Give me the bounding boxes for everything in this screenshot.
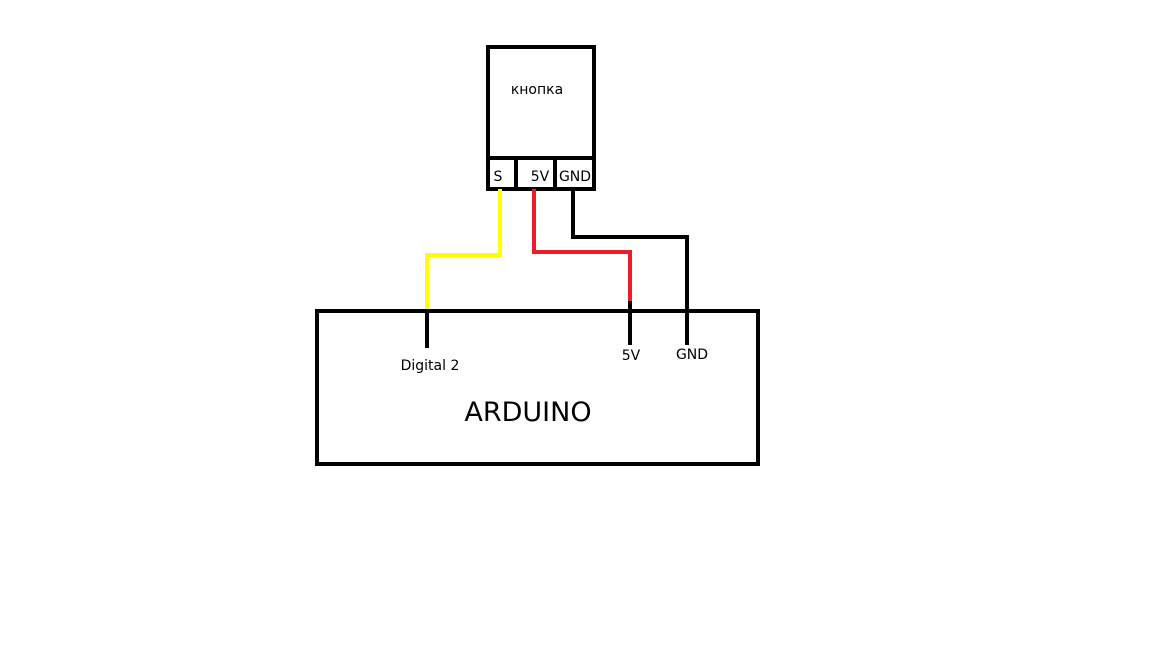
button-pin-gnd-label: GND: [559, 169, 591, 185]
arduino-body: [315, 309, 760, 466]
ground-wire: [571, 189, 689, 345]
button-module: кнопка S 5V GND: [486, 45, 596, 191]
wires: [425, 189, 689, 348]
arduino-title: ARDUINO: [464, 397, 591, 428]
arduino-pin-digital-label: Digital 2: [401, 358, 460, 374]
arduino-board: Digital 2 5V GND ARDUINO: [315, 309, 760, 466]
arduino-pin-gnd-label: GND: [676, 347, 708, 363]
power-wire: [532, 189, 632, 303]
button-module-body: [486, 45, 596, 191]
arduino-pin-5v-label: 5V: [622, 348, 641, 364]
button-pin-s-label: S: [494, 169, 503, 185]
button-module-title: кнопка: [511, 82, 563, 98]
button-pin-5v-label: 5V: [531, 169, 550, 185]
signal-wire: [425, 189, 502, 311]
